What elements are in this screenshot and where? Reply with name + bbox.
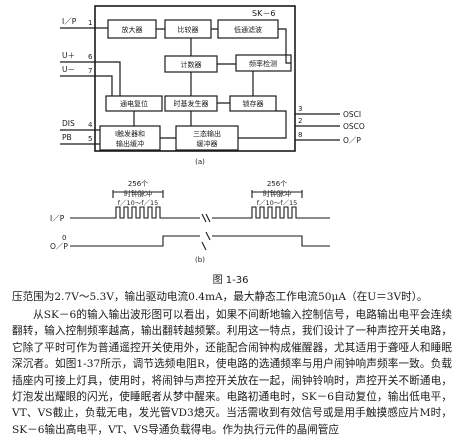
body-paragraph-1: 压范围为2.7V～5.3V，输出驱动电流0.4mA，最大静态工作电流50μA（在… xyxy=(12,291,428,303)
bracket-left xyxy=(112,190,164,198)
lowpass-label: 低通滤波 xyxy=(234,25,262,34)
waveform-diagram xyxy=(70,190,330,251)
pin-labels: I／P U＋ U－ DIS PB OSCI OSCO O／P 1 6 7 4 5… xyxy=(62,17,365,166)
pin-num-4: 4 xyxy=(88,121,93,129)
pin-num-3: 3 xyxy=(298,105,302,113)
pin-num-5: 5 xyxy=(88,135,92,143)
op-waveform xyxy=(70,235,330,247)
wave-op-label: O／P xyxy=(50,242,68,251)
sub-label-b: (b) xyxy=(195,256,205,264)
body-paragraph-2: 从SK－6的输入输出波形图可以看出，如果不间断地输入控制信号，电路输出电平会连续… xyxy=(12,309,452,436)
trigger-label-2: 输出缓冲 xyxy=(116,139,144,148)
bracket-right xyxy=(251,190,303,198)
block-diagram xyxy=(60,5,340,152)
pulse-label-2b: 时钟脉冲 xyxy=(263,189,291,198)
power-on-reset-label: 通电复位 xyxy=(120,99,148,108)
pin-num-1: 1 xyxy=(88,19,92,27)
break-marks xyxy=(201,213,211,251)
pin-num-7: 7 xyxy=(88,67,92,75)
pin-pb: PB xyxy=(62,133,72,142)
comparator-label: 比较器 xyxy=(178,25,199,34)
wave-ip-label: I／P xyxy=(50,214,65,223)
pin-u-minus: U－ xyxy=(62,65,75,74)
chip-name: SK－6 xyxy=(252,9,275,18)
tristate-label-1: 三态输出 xyxy=(193,129,221,138)
pin-num-6: 6 xyxy=(88,53,93,61)
ip-waveform xyxy=(70,206,330,219)
waveform-labels: 256个 时钟脉冲 256个 时钟脉冲 f／10～f／15 f／10～f／15 … xyxy=(50,180,297,264)
pin-osco: OSCO xyxy=(343,122,365,131)
pin-op: O／P xyxy=(343,136,361,145)
freq-label-1: f／10～f／15 xyxy=(118,199,159,207)
pin-dis: DIS xyxy=(62,119,75,128)
pin-u-plus: U＋ xyxy=(62,51,75,60)
pin-ip: I／P xyxy=(62,17,77,26)
pin-num-8: 8 xyxy=(298,131,302,139)
clock-gen-label: 时基发生器 xyxy=(174,99,209,108)
figure-caption: 图 1-36 xyxy=(212,275,249,286)
chip-outline xyxy=(94,5,296,152)
block-labels: SK－6 放大器 比较器 低通滤波 计数器 频率检测 通电复位 时基发生器 锁存… xyxy=(115,9,277,148)
freq-detect-label: 频率检测 xyxy=(249,59,277,68)
tristate-label-2: 缓冲器 xyxy=(197,139,218,148)
pin-osci: OSCI xyxy=(343,110,361,119)
figure-1-36: SK－6 放大器 比较器 低通滤波 计数器 频率检测 通电复位 时基发生器 锁存… xyxy=(50,5,365,264)
sub-label-a: (a) xyxy=(195,158,205,166)
wave-zero-label: 0 xyxy=(62,234,66,242)
pulse-label-1a: 256个 xyxy=(128,180,148,188)
latch-label: 锁存器 xyxy=(243,99,264,108)
pin-num-2: 2 xyxy=(298,117,302,125)
pulse-label-2a: 256个 xyxy=(267,180,287,188)
amplifier-label: 放大器 xyxy=(122,25,143,34)
freq-label-2: f／10～f／15 xyxy=(257,199,298,207)
pulse-label-1b: 时钟脉冲 xyxy=(124,189,152,198)
counter-label: 计数器 xyxy=(181,60,202,69)
trigger-label-1: Ⅰ触发器和 xyxy=(115,129,145,138)
